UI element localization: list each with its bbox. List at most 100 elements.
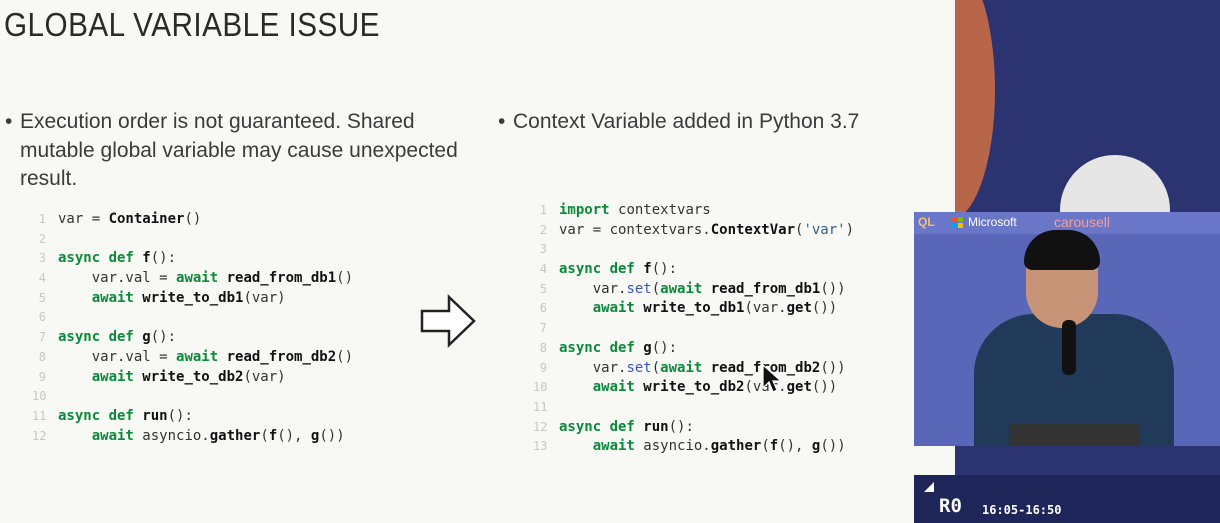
bullet-dot: • <box>498 110 506 133</box>
sponsor-logo: Microsoft <box>968 215 1017 229</box>
code-token: (): <box>651 339 678 356</box>
code-token: import <box>559 202 619 218</box>
code-token: contextvars <box>618 202 711 218</box>
code-text: async def f(): <box>58 249 176 269</box>
code-token: (), <box>778 438 812 455</box>
code-line: 3 async def f(): <box>32 249 432 269</box>
line-number: 9 <box>539 360 547 375</box>
code-text: await write_to_db1(var.get()) <box>559 299 837 319</box>
code-text: var.set(await read_from_db2()) <box>559 359 846 379</box>
code-token: g <box>142 329 151 346</box>
code-token: await <box>660 359 711 376</box>
code-text: var.val = await read_from_db2() <box>58 348 353 368</box>
line-number: 7 <box>38 330 46 345</box>
code-token: write_to_db2 <box>142 368 244 385</box>
code-text: var.set(await read_from_db1()) <box>559 280 846 300</box>
code-token: asyncio. <box>643 438 711 455</box>
line-number: 7 <box>539 321 547 336</box>
code-token: (): <box>167 407 193 424</box>
code-token: get <box>786 300 812 317</box>
code-token: ) <box>845 221 855 238</box>
code-token: (var. <box>744 300 787 317</box>
code-token: write_to_db2 <box>643 379 745 396</box>
code-token: gather <box>710 438 762 455</box>
code-token: write_to_db1 <box>643 300 745 317</box>
line-number: 5 <box>38 290 46 305</box>
code-token: async def <box>58 407 143 424</box>
code-line: 3 <box>533 240 933 260</box>
code-token: get <box>786 379 812 396</box>
bullet-right-text: Context Variable added in Python 3.7 <box>513 110 860 133</box>
code-token: var. <box>559 359 627 376</box>
code-token: await <box>592 438 644 455</box>
room-info-bar <box>914 475 1220 523</box>
code-token: async def <box>559 339 644 356</box>
line-number: 3 <box>539 242 547 257</box>
code-line: 11 <box>533 398 933 418</box>
code-token: ( <box>651 280 661 297</box>
code-text: import contextvars <box>559 201 711 221</box>
code-text: await write_to_db1(var) <box>58 289 286 309</box>
code-token: ( <box>260 427 269 444</box>
session-time: 16:05-16:50 <box>982 503 1062 517</box>
slide: GLOBAL VARIABLE ISSUE • Execution order … <box>4 6 933 457</box>
line-number: 6 <box>539 301 547 316</box>
line-number: 11 <box>533 399 548 414</box>
code-token: asyncio. <box>142 427 210 444</box>
code-text: var = Container() <box>58 210 201 230</box>
code-token: (var. <box>744 379 787 396</box>
code-token: ( <box>795 221 804 238</box>
code-text: async def f(): <box>559 260 677 280</box>
code-token: ()) <box>820 359 846 376</box>
code-line: 5 await write_to_db1(var) <box>32 289 432 309</box>
code-token: var.val = <box>58 348 177 365</box>
bullet-left-text: Execution order is not guaranteed. Share… <box>20 110 458 190</box>
code-line: 12 await asyncio.gather(f(), g()) <box>32 427 432 447</box>
line-number: 6 <box>38 310 46 325</box>
code-token: f <box>769 438 779 455</box>
code-text: async def g(): <box>58 328 176 348</box>
line-number: 10 <box>32 389 47 404</box>
code-text: var = contextvars.ContextVar('var') <box>559 221 854 241</box>
line-number: 4 <box>38 271 46 286</box>
code-token: await <box>91 368 143 385</box>
line-number: 8 <box>539 340 547 355</box>
code-token: await <box>176 348 227 365</box>
code-token: (): <box>668 418 694 435</box>
code-token: await <box>91 427 143 444</box>
line-number: 9 <box>38 369 46 384</box>
code-block-right: 1 import contextvars 2 var = contextvars.Co… <box>533 201 933 457</box>
code-token: () <box>336 348 354 365</box>
laptop <box>1009 424 1139 446</box>
line-number: 4 <box>539 262 547 277</box>
code-line: 2 var = contextvars.ContextVar('var') <box>533 221 933 241</box>
code-token <box>559 300 593 316</box>
code-token: (), <box>277 427 311 444</box>
line-number: 11 <box>32 408 47 423</box>
line-number: 2 <box>539 222 547 237</box>
code-token: (): <box>651 261 678 278</box>
code-line: 7 <box>533 319 933 339</box>
code-line: 7 async def g(): <box>32 328 432 348</box>
code-token <box>58 428 92 444</box>
code-line: 5 var.set(await read_from_db1()) <box>533 280 933 300</box>
code-line: 4 var.val = await read_from_db1() <box>32 269 432 289</box>
line-number: 3 <box>38 251 46 266</box>
code-token: ()) <box>811 300 838 317</box>
line-number: 12 <box>32 428 47 443</box>
code-token: var. <box>559 280 627 297</box>
code-token: run <box>643 418 669 435</box>
code-token <box>58 290 92 306</box>
line-number: 1 <box>539 203 547 217</box>
code-token: f <box>268 427 278 444</box>
bullet-left: • Execution order is not guaranteed. Sha… <box>5 108 460 194</box>
bullet-dot: • <box>5 110 13 133</box>
code-token <box>559 438 593 454</box>
code-token: set <box>626 359 652 376</box>
line-number: 5 <box>539 281 547 296</box>
code-token: (var) <box>243 368 286 385</box>
code-token: Container <box>108 211 185 227</box>
code-token: gather <box>209 427 261 444</box>
